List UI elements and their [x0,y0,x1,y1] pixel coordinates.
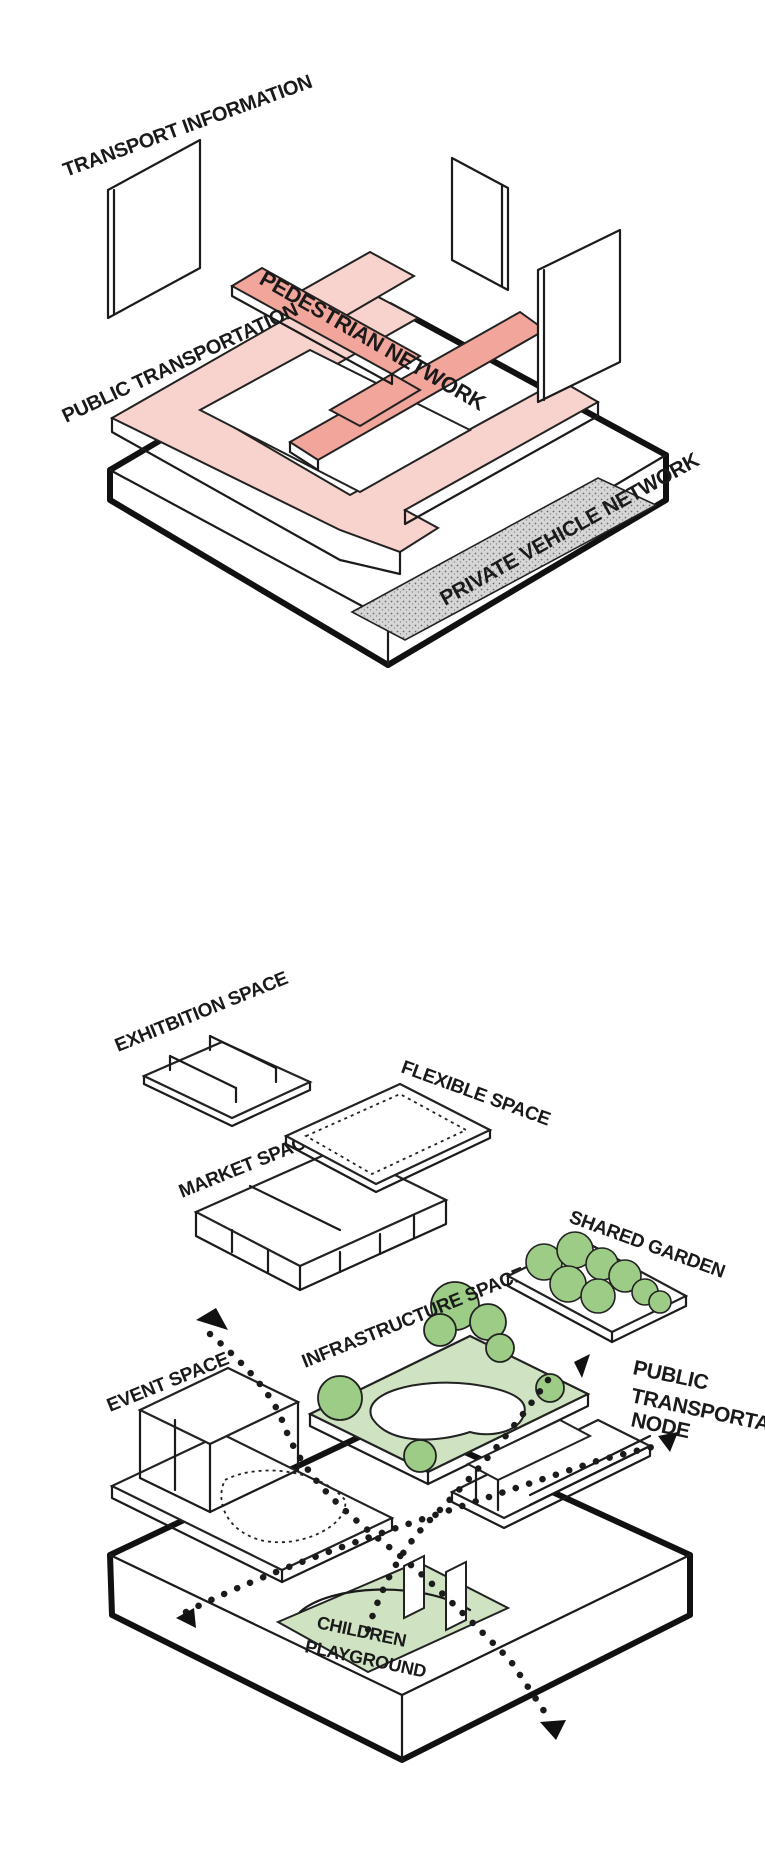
transport-info-panel-2 [452,158,508,290]
exhibition-space-label: EXHITBITION SPACE [112,968,291,1057]
transport-info-panel-3 [538,230,620,402]
transport-info-panel-1 [108,140,200,318]
exhibition-space [144,1036,310,1126]
arrow-down-icon [540,1720,566,1740]
program-layers-diagram: CHILDREN PLAYGROUND EVENT SPACE [104,968,765,1760]
arrow-right-icon [574,1354,590,1378]
transport-layers-diagram: PRIVATE VEHICLE NETWORK PEDESTRIAN NETWO… [59,71,703,665]
arrow-up-left-icon [196,1308,228,1330]
